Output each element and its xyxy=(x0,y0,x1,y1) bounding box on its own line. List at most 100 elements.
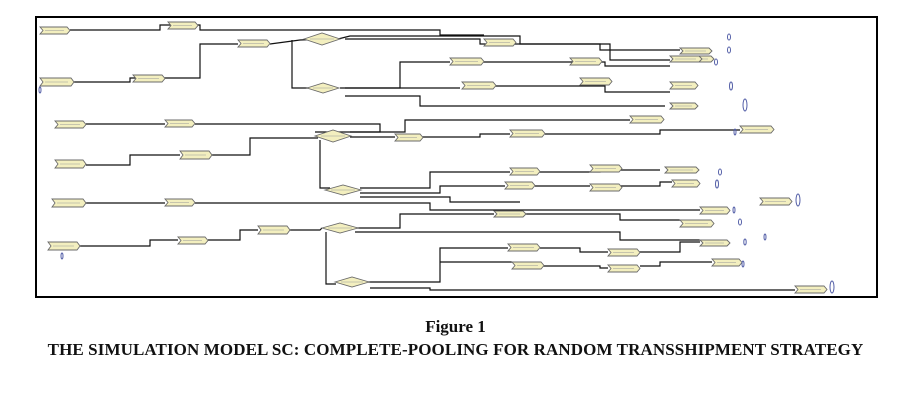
connector-line xyxy=(350,119,630,133)
connector-line xyxy=(291,40,310,89)
connector-line xyxy=(540,247,608,253)
connector-line xyxy=(360,196,520,203)
connector-line xyxy=(337,35,670,61)
decide-module xyxy=(323,184,363,196)
entity-counter-marker xyxy=(743,238,747,246)
process-module xyxy=(794,285,828,294)
process-module xyxy=(132,74,166,83)
process-module xyxy=(177,236,209,245)
entity-markers xyxy=(38,33,835,294)
process-module xyxy=(54,120,87,129)
entity-counter-marker xyxy=(727,33,731,41)
process-module xyxy=(507,243,541,252)
process-module xyxy=(257,225,291,235)
process-module xyxy=(39,77,75,87)
process-module xyxy=(698,239,731,247)
process-module xyxy=(739,125,775,134)
connector-line xyxy=(340,61,450,89)
decide-module xyxy=(302,32,342,46)
decision-modules xyxy=(302,32,371,288)
process-module xyxy=(669,81,699,90)
connector-line xyxy=(86,154,180,166)
connector-line xyxy=(543,265,608,269)
entity-counter-marker xyxy=(729,81,733,91)
connector-line xyxy=(420,133,510,138)
process-module xyxy=(237,39,271,48)
entity-counter-marker xyxy=(829,280,835,294)
diagram-frame xyxy=(35,16,878,298)
process-module xyxy=(668,55,703,63)
connector-line xyxy=(325,232,336,285)
connector-line xyxy=(638,241,700,253)
process-module xyxy=(164,119,196,128)
process-module xyxy=(589,183,623,192)
process-module xyxy=(589,164,623,173)
decide-module xyxy=(305,82,341,94)
entity-counter-marker xyxy=(732,206,736,214)
connector-line xyxy=(355,231,700,241)
connector-line xyxy=(290,227,323,231)
process-module xyxy=(492,210,527,218)
process-module xyxy=(759,197,793,206)
connector-line xyxy=(545,129,740,135)
entity-counter-marker xyxy=(741,260,745,268)
entity-counter-marker xyxy=(742,98,748,112)
process-module xyxy=(671,179,701,188)
process-module xyxy=(668,102,699,110)
process-module xyxy=(663,166,700,174)
connector-line xyxy=(480,61,670,67)
entity-counter-marker xyxy=(795,193,801,207)
connector-line xyxy=(80,239,178,247)
connector-line xyxy=(360,171,510,189)
process-module xyxy=(607,248,641,257)
process-module xyxy=(679,219,715,228)
process-module xyxy=(579,77,613,86)
process-module xyxy=(511,261,545,270)
decide-module xyxy=(320,222,360,234)
connector-lines xyxy=(70,24,795,291)
connector-line xyxy=(208,229,258,241)
decide-module xyxy=(313,129,353,143)
entity-counter-marker xyxy=(715,179,719,189)
connector-line xyxy=(210,137,318,156)
process-module xyxy=(51,198,87,208)
process-module xyxy=(167,21,199,30)
connector-line xyxy=(345,95,665,107)
connector-line xyxy=(480,85,670,93)
entity-counter-marker xyxy=(718,168,722,176)
entity-counter-marker xyxy=(38,86,42,94)
process-module xyxy=(394,133,424,142)
model-modules xyxy=(39,21,828,294)
process-module xyxy=(509,129,546,138)
process-module xyxy=(509,167,541,176)
entity-counter-marker xyxy=(714,58,718,66)
process-module xyxy=(678,47,713,55)
process-module xyxy=(504,181,536,190)
entity-counter-marker xyxy=(60,252,64,260)
simulation-model-diagram xyxy=(35,16,878,298)
connector-line xyxy=(70,24,484,36)
connector-line xyxy=(500,213,680,221)
entity-counter-marker xyxy=(733,128,737,136)
entity-counter-marker xyxy=(738,218,742,226)
process-module xyxy=(179,150,213,160)
process-module xyxy=(164,198,196,207)
process-module xyxy=(39,26,71,35)
entity-counter-marker xyxy=(727,46,731,54)
process-module xyxy=(54,159,87,169)
decide-module xyxy=(333,276,371,288)
process-module xyxy=(449,57,485,66)
process-module xyxy=(47,241,81,251)
process-module xyxy=(483,38,517,47)
figure-number: Figure 1 xyxy=(425,317,486,336)
connector-line xyxy=(195,123,381,133)
connector-line xyxy=(370,287,795,291)
process-module xyxy=(711,258,743,267)
figure-title: THE SIMULATION MODEL SC: COMPLETE-POOLIN… xyxy=(47,340,864,359)
connector-line xyxy=(640,261,712,267)
connector-line xyxy=(352,213,494,229)
process-module xyxy=(461,81,497,90)
connector-line xyxy=(620,181,672,187)
connector-line xyxy=(360,185,505,194)
entity-counter-marker xyxy=(763,233,767,241)
